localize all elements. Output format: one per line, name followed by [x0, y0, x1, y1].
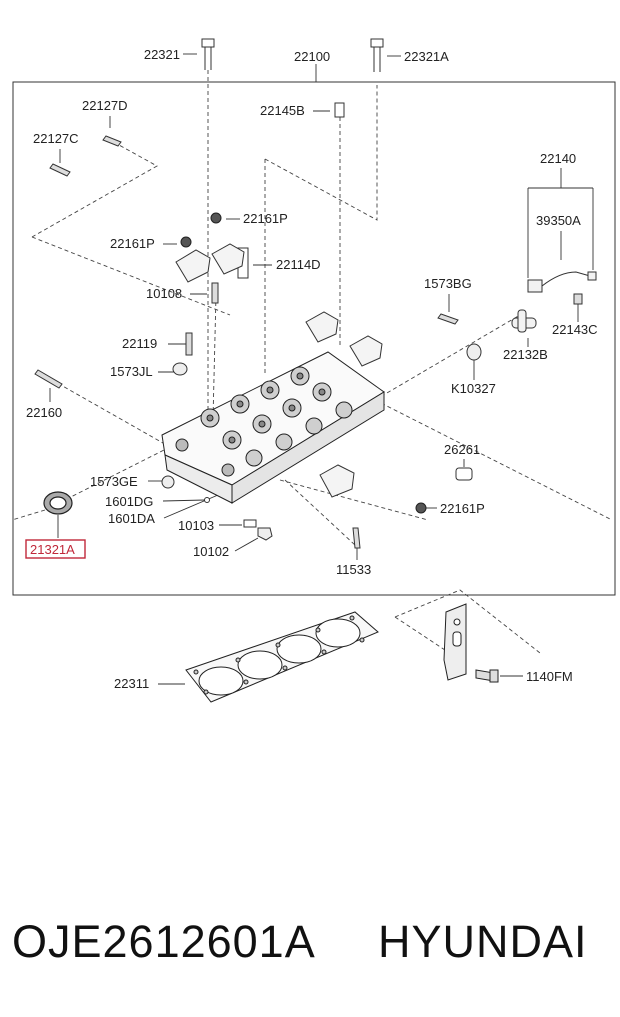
part-labels: 22321 22100 22321A 22127D 22145B 22127C 22140 2…	[26, 47, 598, 691]
bolt-22321	[201, 38, 215, 70]
bearing-cap-group	[175, 243, 383, 498]
lifting-bracket	[443, 603, 467, 681]
fitting-22132B	[511, 309, 537, 333]
part-label-p-22145B: 22145B	[260, 103, 305, 118]
stud-1573BG	[437, 313, 459, 325]
part-label-p-11533: 11533	[336, 562, 371, 577]
part-label-p-22160: 22160	[26, 405, 62, 420]
part-label-p-22311: 22311	[114, 676, 149, 691]
dowel-1601DG	[204, 497, 210, 503]
nut-22161P-b	[180, 236, 192, 248]
bolt-1140FM	[475, 669, 499, 683]
part-label-p-22100: 22100	[294, 49, 330, 64]
part-label-p-22127C: 22127C	[33, 131, 79, 146]
parts-diagram: 22321 22100 22321A 22127D 22145B 22127C 22140 2…	[11, 38, 616, 703]
stud-22127D	[102, 135, 122, 147]
oil-seal-21321A	[43, 491, 73, 515]
part-label-p-1573BG: 1573BG	[424, 276, 472, 291]
part-label-p-1140FM: 1140FM	[526, 669, 573, 684]
nut-22161P-c	[415, 502, 427, 514]
part-label-p-22119: 22119	[122, 336, 157, 351]
part-label-p-10103: 10103	[178, 518, 214, 533]
part-label-p-22321A: 22321A	[404, 49, 449, 64]
solid-leader-lines	[49, 53, 594, 685]
part-code: OJE2612601A	[12, 916, 316, 967]
part-label-p-K10327: K10327	[451, 381, 496, 396]
part-label-p-1601DA: 1601DA	[108, 511, 155, 526]
part-label-p-1573JL: 1573JL	[110, 364, 153, 379]
plug-1573JL	[172, 362, 188, 376]
bolt-22321A	[370, 38, 384, 72]
part-label-p-26261: 26261	[444, 442, 480, 457]
cap-K10327	[466, 343, 482, 361]
part-label-p-22321: 22321	[144, 47, 180, 62]
footer: OJE2612601A HYUNDAI	[0, 912, 620, 972]
part-label-p-22161P-a: 22161P	[243, 211, 288, 226]
part-label-p-1601DG: 1601DG	[105, 494, 153, 509]
part-label-p-10108: 10108	[146, 286, 182, 301]
stud-22160	[34, 369, 63, 389]
stud-11533	[352, 527, 361, 549]
clip-22143C	[573, 293, 583, 305]
dowel-22145B	[334, 102, 345, 118]
part-label-p-39350A: 39350A	[536, 213, 581, 228]
part-label-p-22127D: 22127D	[82, 98, 128, 113]
diagram-frame	[12, 81, 616, 596]
nut-22161P-a	[210, 212, 222, 224]
nut-10102	[257, 527, 273, 541]
stud-10108	[211, 282, 219, 304]
part-label-p-22114D: 22114D	[276, 257, 321, 272]
part-label-p-22132B: 22132B	[503, 347, 548, 362]
pin-22119	[185, 332, 193, 356]
brand-name: HYUNDAI	[378, 916, 588, 967]
sleeve-26261	[455, 467, 473, 481]
part-label-p-22140: 22140	[540, 151, 576, 166]
part-label-p-10102: 10102	[193, 544, 229, 559]
highlight-box	[25, 539, 86, 559]
part-label-p-22143C: 22143C	[552, 322, 598, 337]
stud-22127C	[49, 163, 71, 177]
highlight-label: 21321A	[30, 542, 75, 557]
part-label-p-1573GE: 1573GE	[90, 474, 138, 489]
cylinder-head	[161, 351, 385, 504]
part-label-p-22161P-b: 22161P	[110, 236, 155, 251]
part-label-p-22161P-c: 22161P	[440, 501, 485, 516]
dashed-leader-lines	[11, 70, 613, 654]
washer-10103	[243, 519, 257, 528]
head-gasket-22311	[185, 611, 379, 703]
plug-1573GE	[161, 475, 175, 489]
sensor-39350A	[527, 271, 597, 293]
